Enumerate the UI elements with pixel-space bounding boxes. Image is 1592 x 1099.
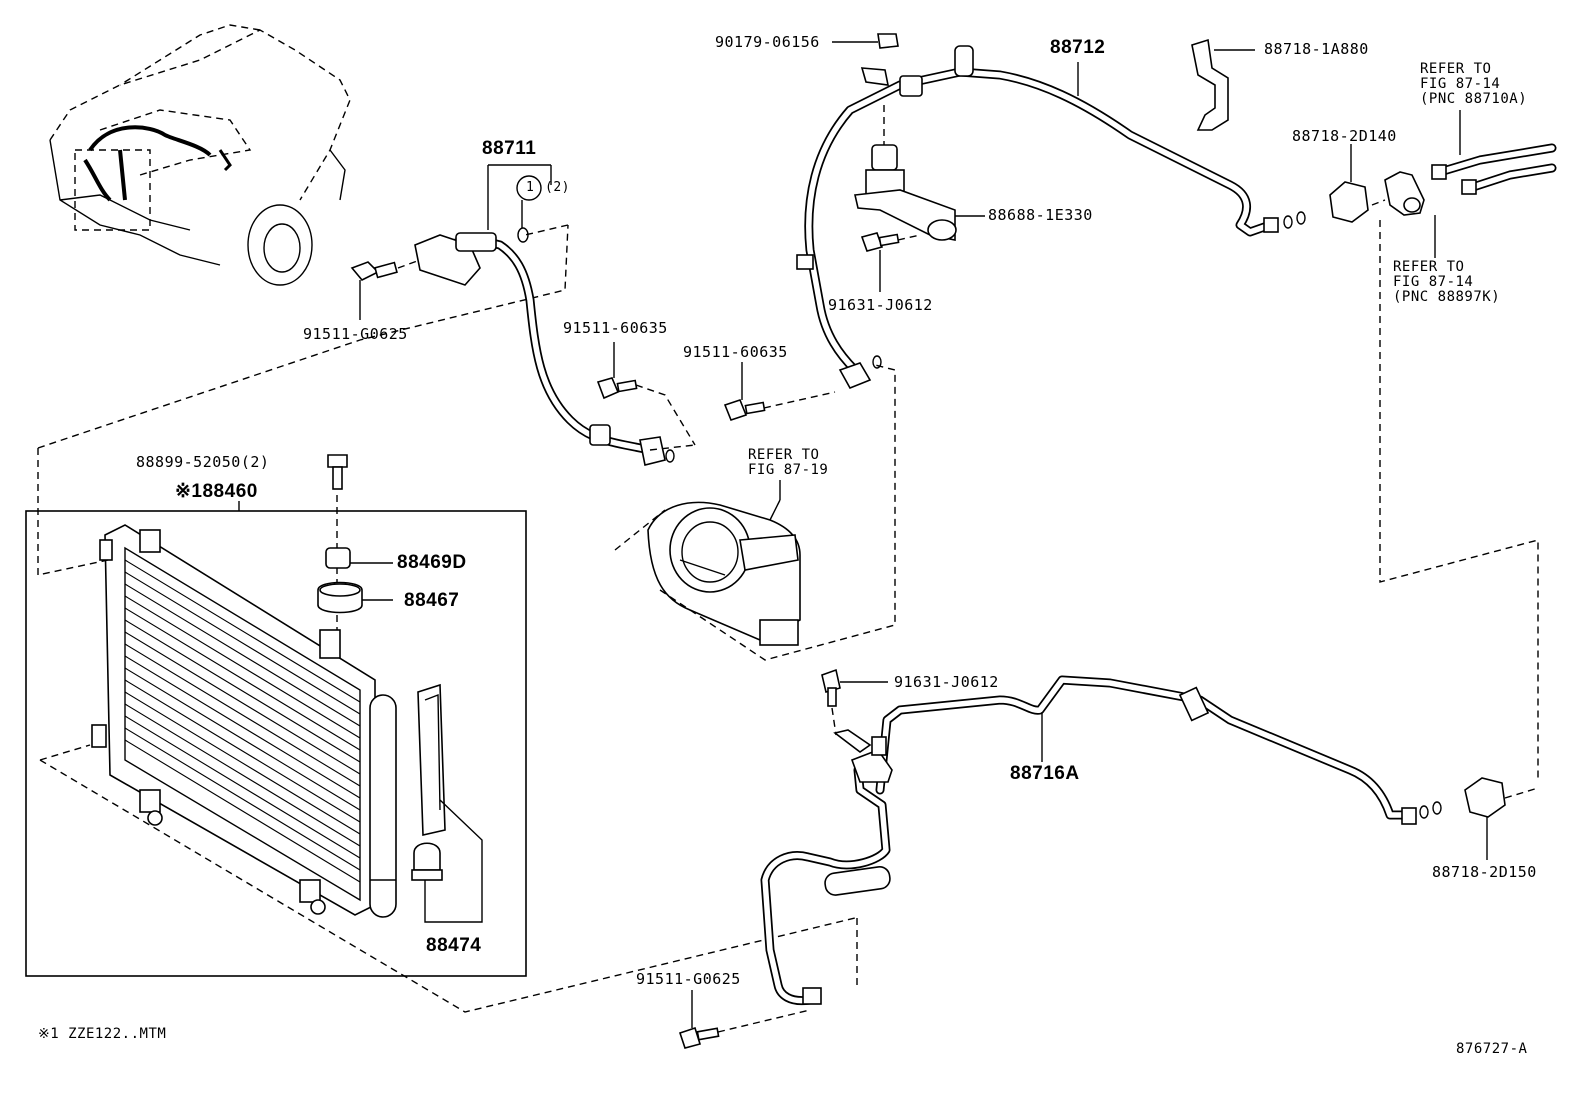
bracket-88718-1a880 <box>1191 38 1255 131</box>
label-88711-qty: (2) <box>545 180 570 195</box>
label-90179-06156: 90179-06156 <box>715 33 820 51</box>
label-refer-fig-87-19: REFER TO FIG 87-19 <box>748 447 829 478</box>
nut-88718-2d140 <box>1283 144 1369 229</box>
vehicle-locator-illustration <box>49 24 351 286</box>
bolt-91511-g0625-top <box>350 259 421 320</box>
bolt-91631-top <box>860 232 921 292</box>
label-88688-1e330: 88688-1E330 <box>988 206 1093 224</box>
label-88711: 88711 <box>482 138 537 159</box>
discharge-hose-88711 <box>414 227 675 466</box>
nut-90179 <box>832 33 899 86</box>
fitting-refer-8714-b <box>1384 171 1436 258</box>
cushion-88467 <box>317 581 393 614</box>
label-88712: 88712 <box>1050 37 1106 58</box>
label-88474: 88474 <box>426 935 482 956</box>
label-91511-60635-b: 91511-60635 <box>683 343 788 361</box>
label-refer-fig-87-14-b: REFER TO FIG 87-14 (PNC 88897K) <box>1393 259 1501 305</box>
label-88460: ※188460 <box>175 481 258 502</box>
condenser-assembly-box <box>25 510 527 977</box>
pipe-refer-8714-a <box>1431 110 1557 195</box>
liquid-tube-88716a <box>760 675 1417 1006</box>
diagram-id: 876727-A <box>1456 1041 1528 1057</box>
label-refer-fig-87-14-a: REFER TO FIG 87-14 (PNC 88710A) <box>1420 61 1528 107</box>
label-91511-g0625-bottom: 91511-G0625 <box>636 970 741 988</box>
label-88469d: 88469D <box>397 552 467 573</box>
collar-88469d <box>325 547 393 569</box>
bolt-91511-g0625-bottom <box>678 990 811 1049</box>
label-91631-j0612-bottom: 91631-J0612 <box>894 673 999 691</box>
label-88716a: 88716A <box>1010 763 1080 784</box>
label-88899-52050: 88899-52050(2) <box>136 453 270 471</box>
receiver-tube <box>369 694 397 918</box>
compressor <box>614 364 896 661</box>
desiccant-filter <box>411 683 483 923</box>
valve-88688 <box>854 105 985 241</box>
callout-circle-1 <box>516 175 542 201</box>
bolt-91511-60635-b <box>723 362 836 421</box>
label-88718-2d140: 88718-2D140 <box>1292 127 1397 145</box>
suction-hose-88712 <box>796 45 1279 390</box>
label-88718-2d150: 88718-2D150 <box>1432 863 1537 881</box>
label-91511-g0625-top: 91511-G0625 <box>303 325 408 343</box>
label-circle-1: 1 <box>526 180 535 195</box>
bolt-91511-60635-a <box>596 342 696 446</box>
bolt-91631-bottom <box>821 668 888 736</box>
label-91511-60635-a: 91511-60635 <box>563 319 668 337</box>
nut-88718-2d150 <box>1419 777 1539 860</box>
label-91631-j0612-top: 91631-J0612 <box>828 296 933 314</box>
footnote: ※1 ZZE122..MTM <box>38 1026 167 1042</box>
label-88718-1a880: 88718-1A880 <box>1264 40 1369 58</box>
label-88467: 88467 <box>404 590 460 611</box>
